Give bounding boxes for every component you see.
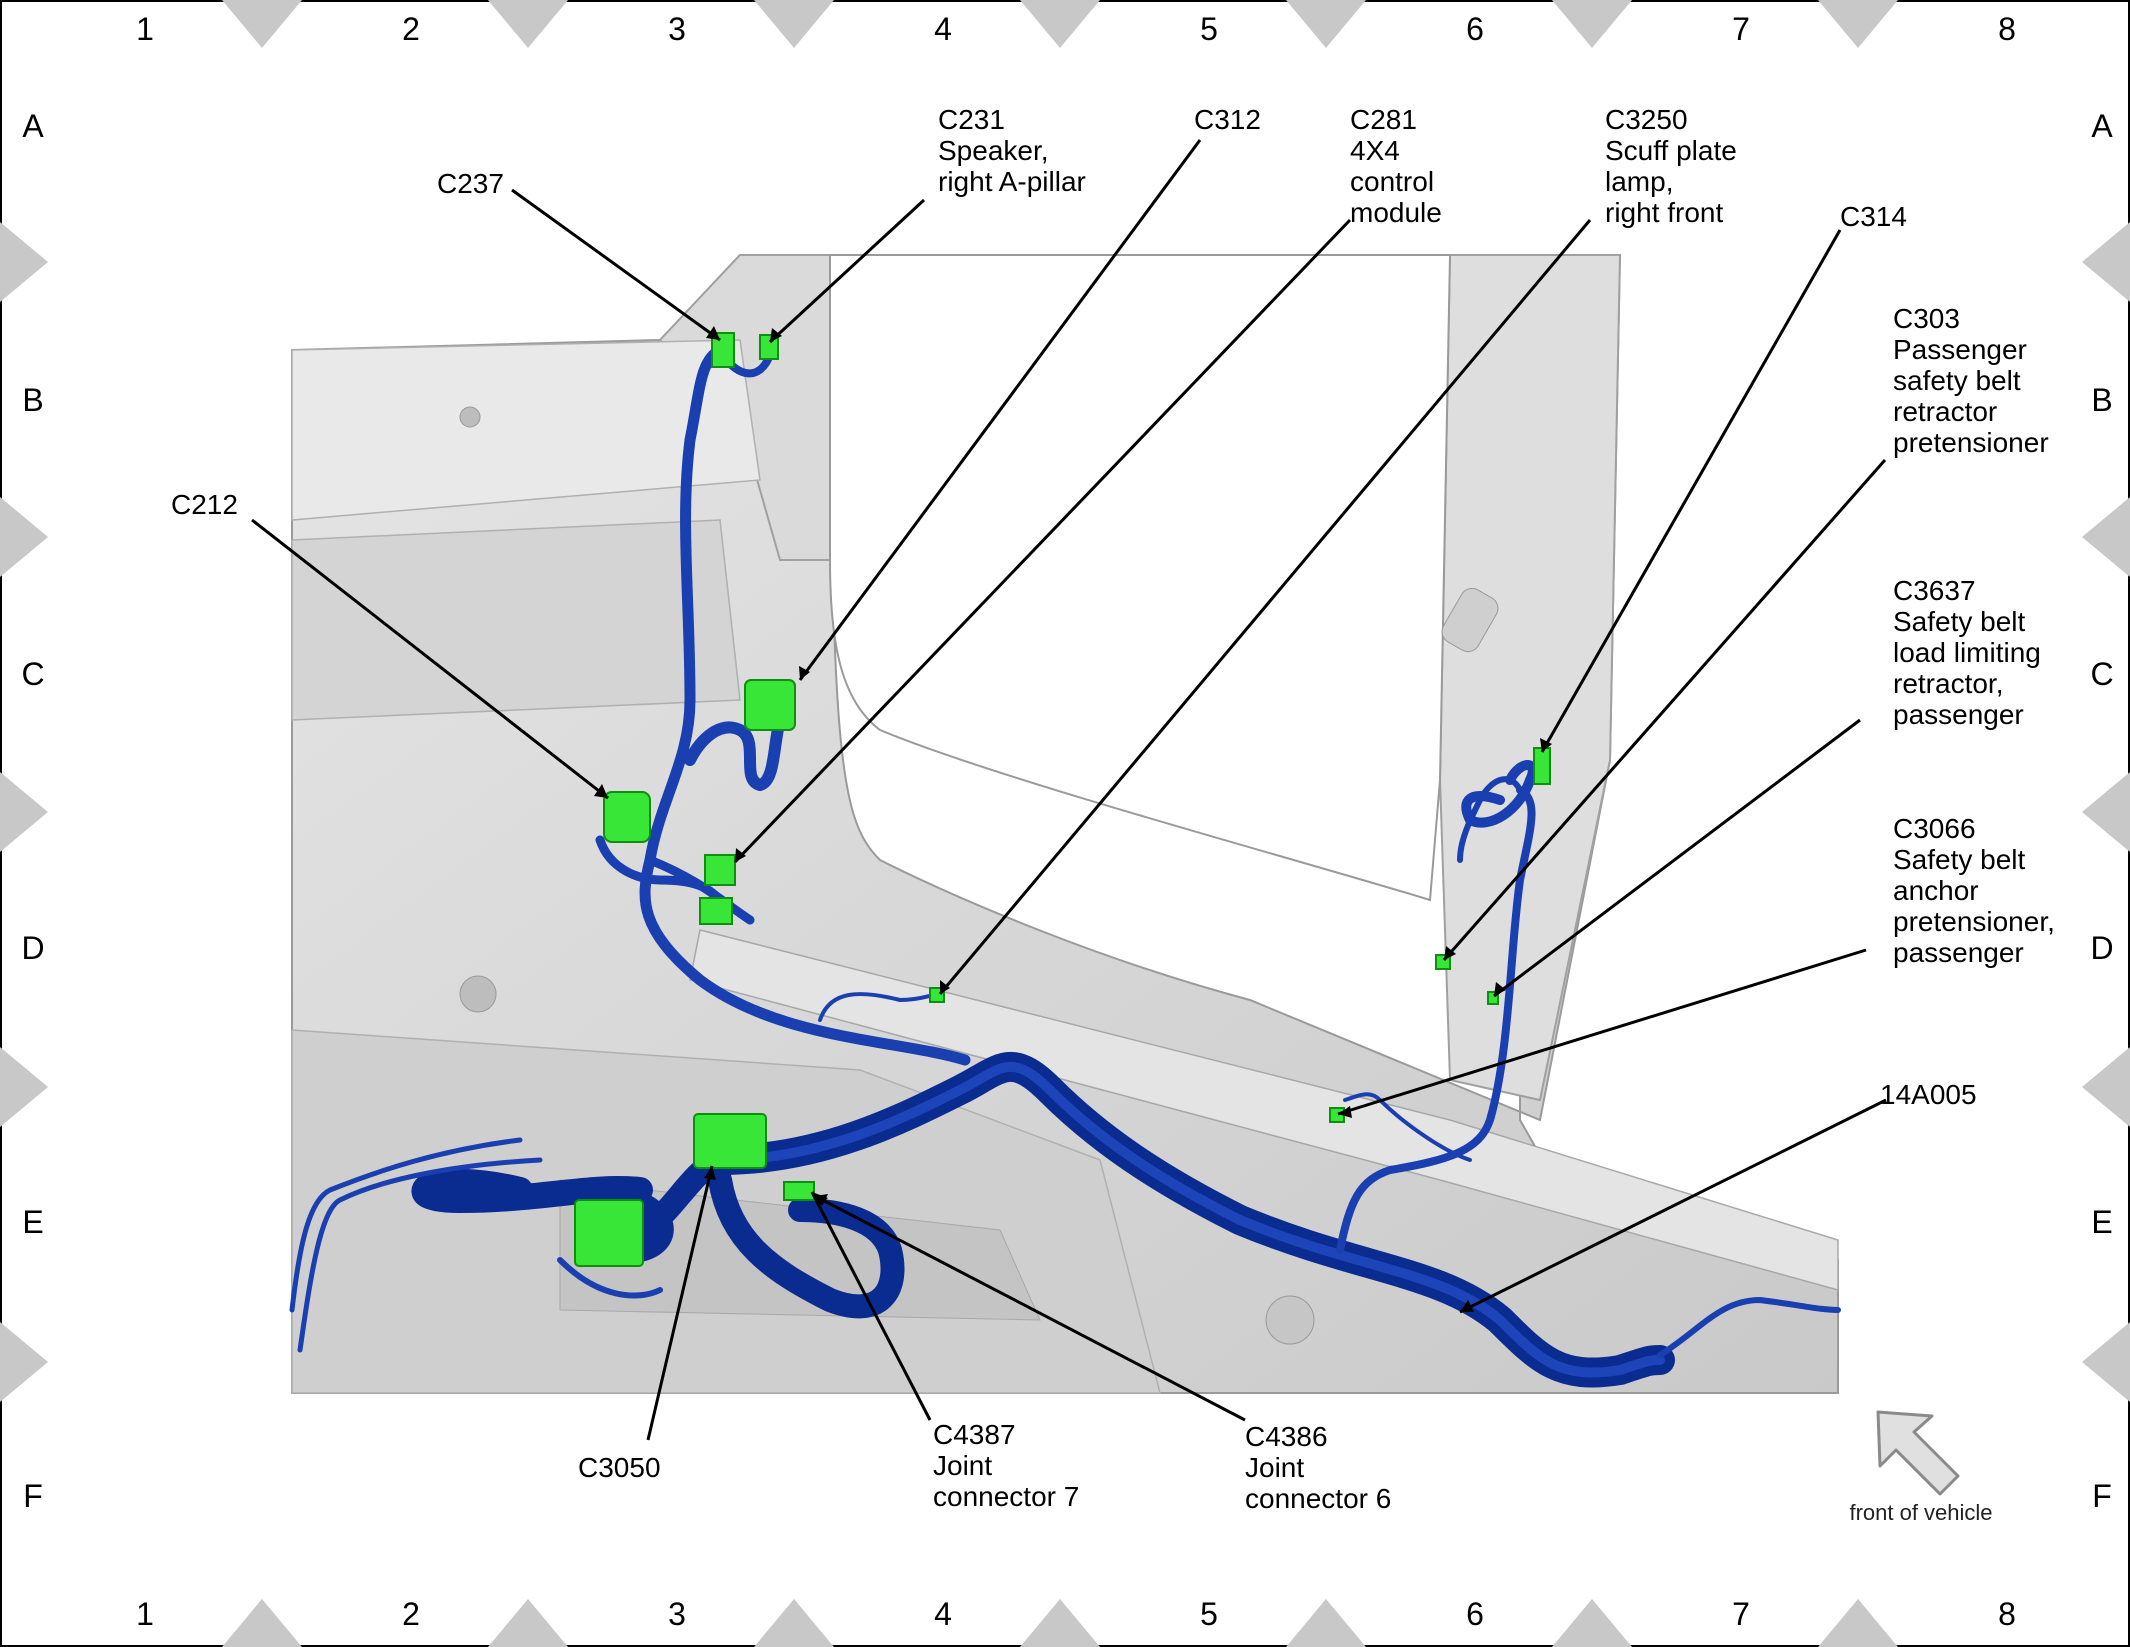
callout-14a005: 14A005 <box>1880 1079 1977 1110</box>
grid-col-2-bottom: 2 <box>402 1596 420 1632</box>
arrow-up-left-icon <box>1876 1410 1960 1496</box>
connector-c281-b <box>699 897 733 925</box>
connector-c312 <box>744 679 796 731</box>
connector-c281 <box>704 854 736 886</box>
grid-row-e: E <box>22 1204 43 1240</box>
connector-c212 <box>603 791 651 843</box>
callout-c4387: C4387 Joint connector 7 <box>933 1419 1079 1512</box>
grid-col-4-bottom: 4 <box>934 1596 952 1632</box>
callout-c281: C281 4X4 control module <box>1350 104 1442 228</box>
grid-col-7: 7 <box>1732 11 1750 47</box>
connector-c3637 <box>1487 991 1499 1005</box>
callout-c314: C314 <box>1840 201 1907 232</box>
grid-row-b: B <box>22 382 43 418</box>
grid-col-6: 6 <box>1466 11 1484 47</box>
grid-col-6-bottom: 6 <box>1466 1596 1484 1632</box>
grid-column-labels-bottom: 1 2 3 4 5 6 7 8 <box>136 1596 2016 1632</box>
connector-c237 <box>711 332 735 368</box>
grid-row-labels-left: A B C D E F <box>21 108 44 1514</box>
wiring-harness-14a005 <box>289 344 1841 1388</box>
grid-row-b-right: B <box>2091 382 2112 418</box>
front-of-vehicle-label: front of vehicle <box>1849 1500 1992 1525</box>
grid-col-8: 8 <box>1998 11 2016 47</box>
grid-row-a-right: A <box>2091 108 2113 144</box>
grid-row-c-right: C <box>2090 656 2113 692</box>
callout-c3250: C3250 Scuff plate lamp, right front <box>1605 104 1745 228</box>
grid-col-8-bottom: 8 <box>1998 1596 2016 1632</box>
connector-c3050-joint <box>693 1113 767 1169</box>
callout-c3066: C3066 Safety belt anchor pretensioner, p… <box>1893 813 2063 968</box>
grid-row-d: D <box>21 930 44 966</box>
grid-col-7-bottom: 7 <box>1732 1596 1750 1632</box>
connector-c3050 <box>574 1199 644 1267</box>
connectors <box>574 332 1551 1267</box>
callout-c212: C212 <box>171 489 238 520</box>
callout-c3637: C3637 Safety belt load limiting retracto… <box>1893 575 2049 730</box>
grid-row-f-right: F <box>2092 1478 2112 1514</box>
connector-c231 <box>759 334 779 360</box>
grid-row-c: C <box>21 656 44 692</box>
callout-c237: C237 <box>437 168 504 199</box>
grid-col-3: 3 <box>668 11 686 47</box>
connector-c4387 <box>783 1181 815 1201</box>
callout-c312: C312 <box>1194 104 1261 135</box>
callout-c4386: C4386 Joint connector 6 <box>1245 1421 1391 1514</box>
grid-row-labels-right: A B C D E F <box>2090 108 2113 1514</box>
front-of-vehicle-indicator: front of vehicle <box>1849 1410 1993 1525</box>
leader-lines <box>251 139 1887 1441</box>
grid-row-f: F <box>23 1478 43 1514</box>
callout-c303: C303 Passenger safety belt retractor pre… <box>1893 303 2049 458</box>
connector-c314 <box>1533 747 1551 785</box>
leader-arrowheads <box>594 326 1552 1312</box>
grid-col-1-bottom: 1 <box>136 1596 154 1632</box>
grid-column-labels-top: 1 2 3 4 5 6 7 8 <box>136 11 2016 47</box>
grid-col-4: 4 <box>934 11 952 47</box>
grid-row-d-right: D <box>2090 930 2113 966</box>
grid-col-1: 1 <box>136 11 154 47</box>
grid-row-e-right: E <box>2091 1204 2112 1240</box>
callout-c231: C231 Speaker, right A-pillar <box>938 104 1086 197</box>
grid-row-a: A <box>22 108 44 144</box>
grid-col-3-bottom: 3 <box>668 1596 686 1632</box>
grid-col-2: 2 <box>402 11 420 47</box>
grid-col-5-bottom: 5 <box>1200 1596 1218 1632</box>
grid-col-5: 5 <box>1200 11 1218 47</box>
callout-c3050: C3050 <box>578 1452 661 1483</box>
